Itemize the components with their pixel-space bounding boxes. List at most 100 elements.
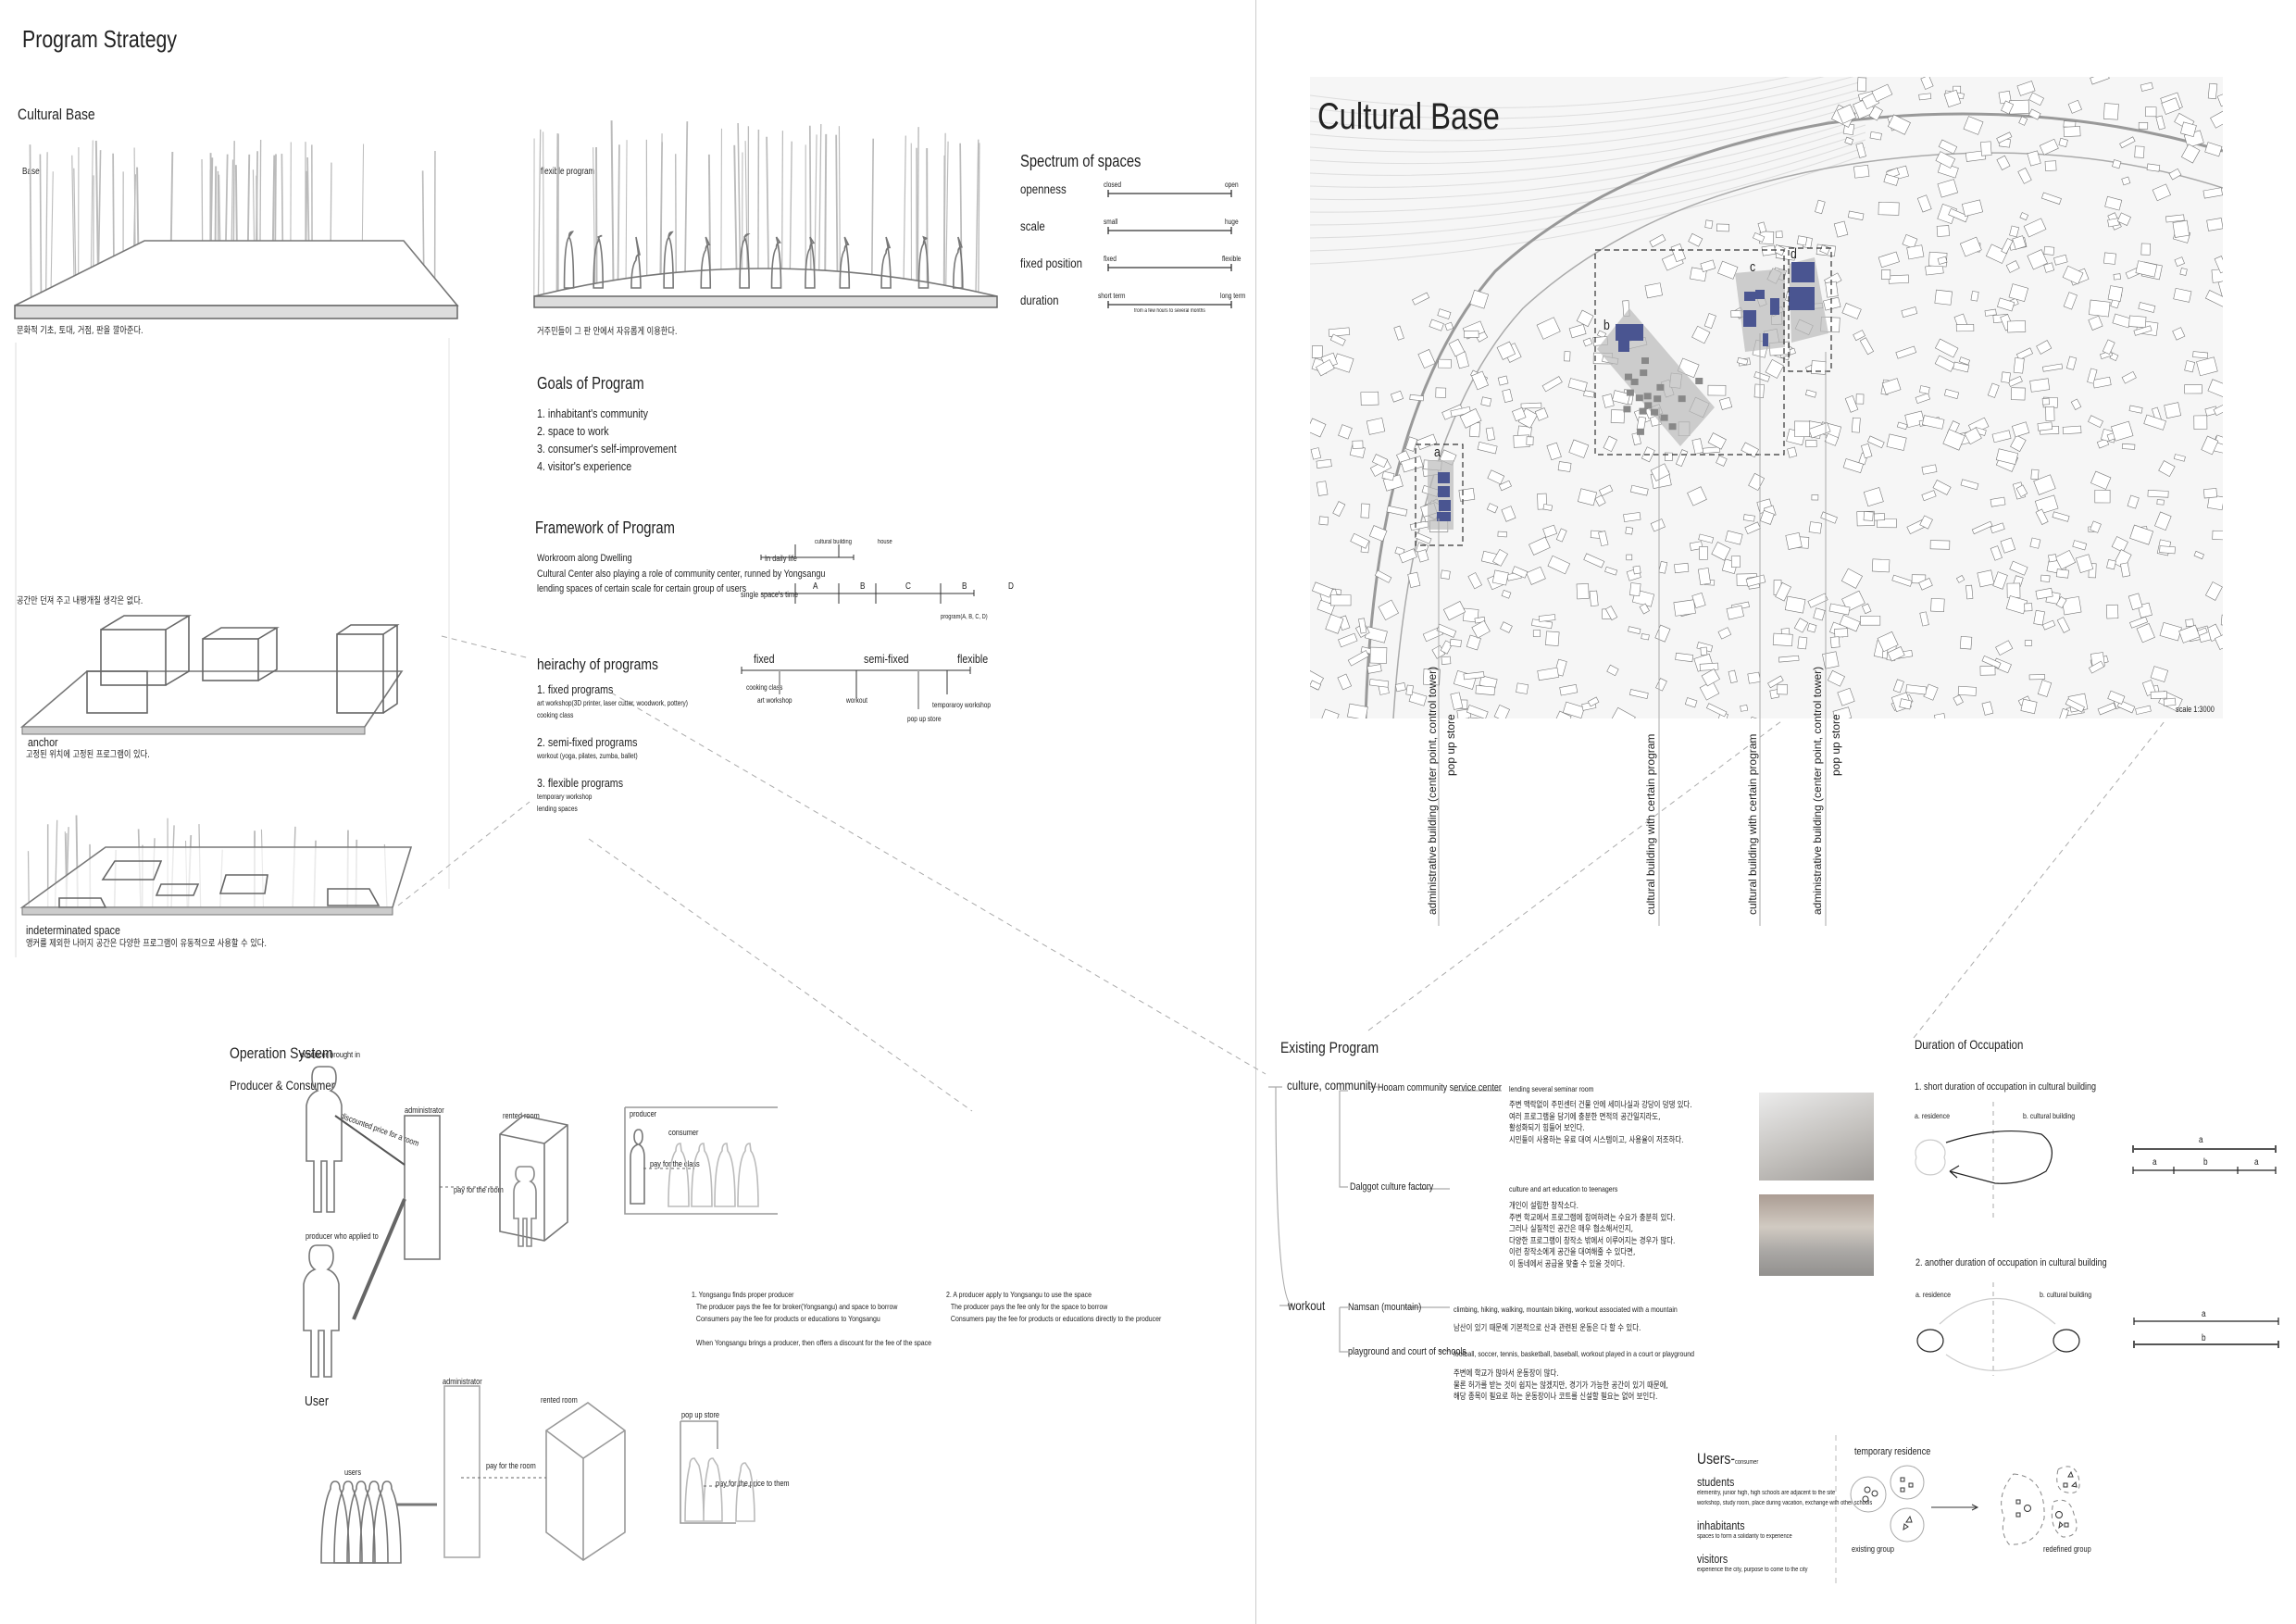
map-building [2028,674,2046,681]
map-building [1534,407,1549,421]
map-building [1390,390,1404,403]
map-building [1378,599,1399,621]
goal-item: 1. inhabitant's community [537,406,648,420]
map-building [1877,518,1897,529]
map-building [2094,489,2111,504]
redefined-group-label: redefined group [2043,1544,2091,1554]
pay-class-label: pay for the class [650,1159,700,1168]
map-building [1623,512,1641,522]
map-building [1997,297,2015,312]
map-building [2116,212,2131,226]
map-building [1860,616,1881,626]
map-building [1887,114,1911,135]
map-building [1501,589,1512,599]
map-building [1807,593,1828,608]
map-building [1805,439,1817,448]
map-building [1604,606,1618,621]
map-building [1310,680,1322,691]
map-building [2005,260,2020,273]
area-label-d: d [1791,246,1797,262]
map-building [2065,356,2078,370]
map-building [2193,550,2204,560]
map-building [2111,536,2128,553]
spectrum-arrows [1107,190,1232,308]
map-building [1959,236,1982,257]
map-building [1934,713,1948,718]
map-building [2007,376,2023,387]
hatch-line [29,144,32,306]
highlighted-building [1770,298,1779,315]
map-building [1493,705,1510,718]
map-building [1337,673,1353,691]
map-building [1725,530,1743,545]
map-building [2088,660,2104,674]
map-building [1748,472,1766,491]
map-building [2121,176,2131,186]
map-building [1368,525,1388,543]
map-building [2112,313,2132,329]
map-building [1412,292,1430,306]
map-building [2103,252,2116,265]
site-map[interactable]: Cultural Base scale 1:3000 [1310,77,2223,718]
map-building [1701,668,1720,687]
place-name: playground and court of schools [1348,1346,1466,1357]
map-building [1775,231,1783,239]
map-building [1824,432,1840,446]
map-building [1486,503,1499,514]
map-building [2011,387,2026,401]
map-building [1501,506,1516,522]
pay-room-label: pay for the room [454,1185,504,1194]
map-building [2159,621,2182,642]
map-building [2044,160,2057,171]
map-building [2207,379,2223,398]
map-building [1626,554,1633,561]
bar-label: a [2254,1157,2259,1168]
map-building [1934,338,1959,358]
map-building [2090,77,2110,85]
map-building [1673,599,1696,617]
site-building [1651,408,1659,416]
map-building [2075,554,2094,574]
map-building [1990,496,2006,507]
user-rented-room-label: rented room [541,1395,578,1405]
map-building [1338,632,1358,648]
producer-label: producer [630,1109,657,1118]
map-building [2156,499,2165,506]
map-building [1469,289,1490,309]
map-building [2203,488,2217,499]
map-building [2001,371,2011,383]
place-summary: culture and art education to teenagers [1509,1184,1618,1193]
map-building [1458,488,1476,502]
map-building [1866,435,1885,449]
map-building [1442,601,1466,621]
map-building [2055,568,2069,579]
bar-label: a [2152,1157,2157,1168]
bar-label: b [2203,1157,2208,1168]
site-building [1660,414,1668,421]
map-building [2172,219,2190,238]
map-building [2159,545,2176,555]
map-building [2037,421,2053,431]
contour-line [1310,131,1866,226]
person-figure [630,236,642,289]
map-building [1958,356,1971,366]
dalggot-photo [1759,1194,1874,1276]
map-building [1632,565,1641,575]
map-building [1466,705,1489,718]
map-building [2009,560,2028,576]
map-building [1784,595,1806,614]
user-group-line: spaces to form a solidarity to experienc… [1697,1533,1792,1540]
class-sketch [624,1106,778,1215]
map-building [1511,566,1529,579]
map-building [1726,605,1744,620]
user-administrator-label: administrator [443,1377,482,1386]
temporary-residence-heading: temporary residence [1854,1446,1931,1457]
map-building [1449,638,1462,647]
map-building [1568,323,1587,339]
map-building [1612,390,1631,406]
map-building [1536,317,1561,340]
hatch-line [975,139,980,297]
map-building [1631,431,1641,445]
map-building [1855,394,1865,405]
map-building [1804,389,1817,398]
